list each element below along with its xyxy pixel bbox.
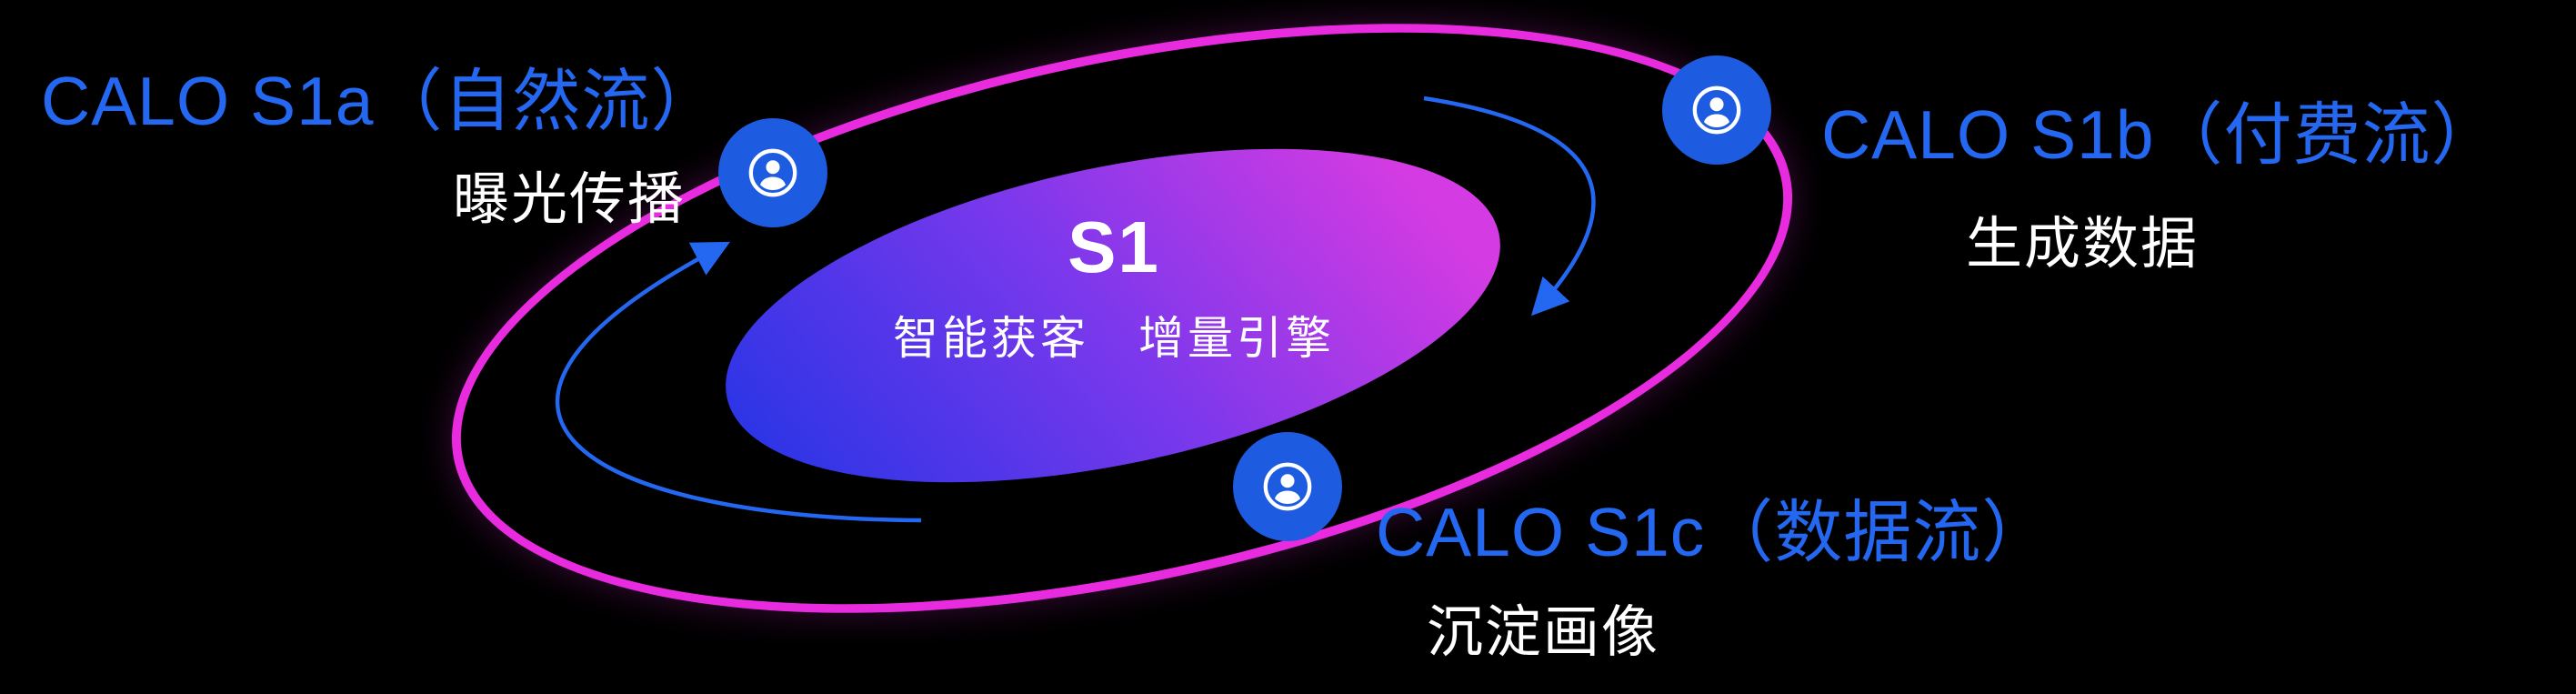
core-title: S1 (1067, 206, 1160, 287)
user-icon-s1a (718, 118, 827, 227)
node-desc-s1a: 曝光传播 (453, 168, 687, 231)
node-desc-s1c: 沉淀画像 (1427, 601, 1660, 664)
user-icon-s1b (1662, 55, 1771, 165)
user-icon (748, 148, 797, 197)
core-text-group: S1 智能获客 增量引擎 (818, 209, 1409, 367)
user-icon-s1c (1233, 432, 1342, 541)
user-icon (1263, 462, 1312, 511)
node-label-s1b: CALO S1b（付费流） (1821, 96, 2501, 173)
node-label-s1a: CALO S1a（自然流） (41, 63, 720, 139)
core-subtitle: 智能获客 增量引擎 (893, 313, 1335, 364)
node-desc-s1b: 生成数据 (1966, 213, 2200, 276)
user-icon (1692, 85, 1741, 135)
node-label-s1c: CALO S1c（数据流） (1376, 494, 2051, 570)
